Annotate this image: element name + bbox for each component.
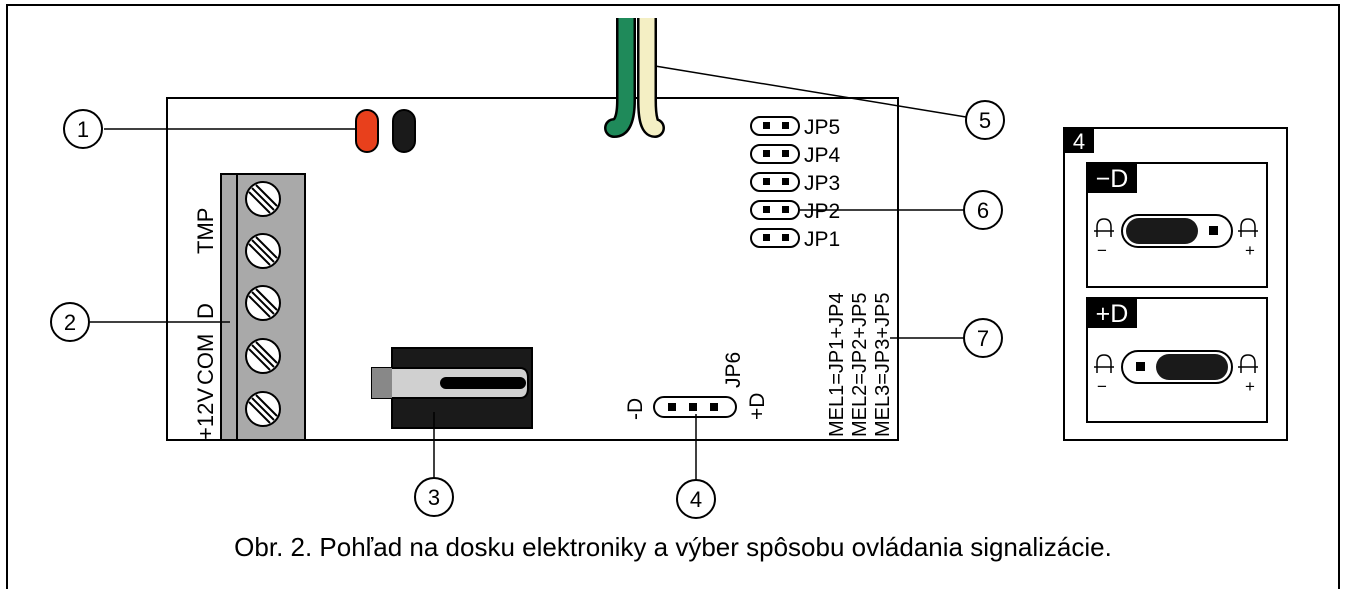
jp6-plus-label: +D	[746, 393, 769, 420]
terminal-screw	[245, 391, 281, 427]
figure-caption: Obr. 2. Pohľad na dosku elektroniky a vý…	[234, 532, 1112, 562]
callout-3: 3	[414, 477, 454, 517]
plus-d-mode: +D − +	[1086, 297, 1268, 423]
terminal-screw	[245, 181, 281, 217]
green-wire	[606, 10, 634, 136]
jumper-label: JP5	[804, 116, 840, 139]
jumper-column: JP5 JP4 JP3 JP2 JP1	[750, 116, 841, 251]
terminal-label-12v: +12V	[193, 388, 218, 440]
red-led	[355, 109, 379, 153]
terminal-screw	[245, 285, 281, 321]
jp6-minus-label: -D	[624, 398, 647, 420]
jp6-label: JP6	[722, 352, 745, 388]
mel-line-2: MEL2=JP2+JP5	[849, 292, 871, 437]
cream-wire	[639, 10, 663, 136]
jumper-jp1: JP1	[750, 228, 840, 251]
plus-d-label: +D	[1096, 300, 1129, 328]
terminal-block	[220, 173, 306, 441]
minus-d-left-tick: −	[1097, 241, 1107, 260]
terminal-screw	[245, 233, 281, 269]
jumper-jp5: JP5	[750, 116, 840, 139]
callout-number: 6	[977, 198, 989, 223]
tamper-switch	[371, 347, 533, 429]
callout-4: 4	[676, 479, 716, 519]
terminal-screw	[245, 338, 281, 374]
minus-d-label: −D	[1096, 165, 1129, 193]
outer-frame	[6, 4, 1340, 589]
jumper-jp4: JP4	[750, 144, 841, 167]
callout-number: 2	[64, 310, 76, 335]
jumper-jp6: JP6 -D +D	[624, 352, 769, 420]
callout-number: 7	[977, 326, 989, 351]
callout-number: 4	[690, 487, 702, 512]
black-led	[392, 109, 416, 153]
jumper-label: JP3	[804, 172, 840, 195]
terminal-label-com: COM	[193, 334, 218, 385]
callout-number: 3	[428, 485, 440, 510]
jumper-jp2: JP2	[750, 200, 840, 223]
callout-number: 5	[979, 108, 991, 133]
leader-lines	[90, 65, 967, 482]
mel-line-3: MEL3=JP3+JP5	[872, 292, 894, 437]
mel-line-1: MEL1=JP1+JP4	[826, 292, 848, 437]
pin-symbol	[1094, 354, 1258, 373]
terminal-label-d: D	[193, 303, 218, 319]
callout-6: 6	[963, 190, 1003, 230]
plus-d-left-tick: −	[1097, 377, 1107, 396]
terminal-label-tmp: TMP	[193, 208, 218, 254]
callout-2: 2	[50, 302, 90, 342]
jumper-label: JP1	[804, 228, 840, 251]
plus-d-right-tick: +	[1245, 377, 1255, 396]
minus-d-right-tick: +	[1245, 241, 1255, 260]
callout-5: 5	[965, 100, 1005, 140]
jumper-label: JP2	[804, 200, 840, 223]
jumper-jp3: JP3	[750, 172, 840, 195]
inset-number: 4	[1073, 129, 1085, 154]
minus-d-mode: −D − +	[1086, 162, 1268, 288]
inset-panel: 4 −D − + +D	[1063, 127, 1288, 441]
wires	[600, 4, 670, 138]
callout-number: 1	[77, 117, 89, 142]
callout-7: 7	[963, 318, 1003, 358]
callout-1: 1	[63, 109, 103, 149]
jumper-label: JP4	[804, 144, 841, 167]
pin-symbol	[1094, 218, 1258, 237]
